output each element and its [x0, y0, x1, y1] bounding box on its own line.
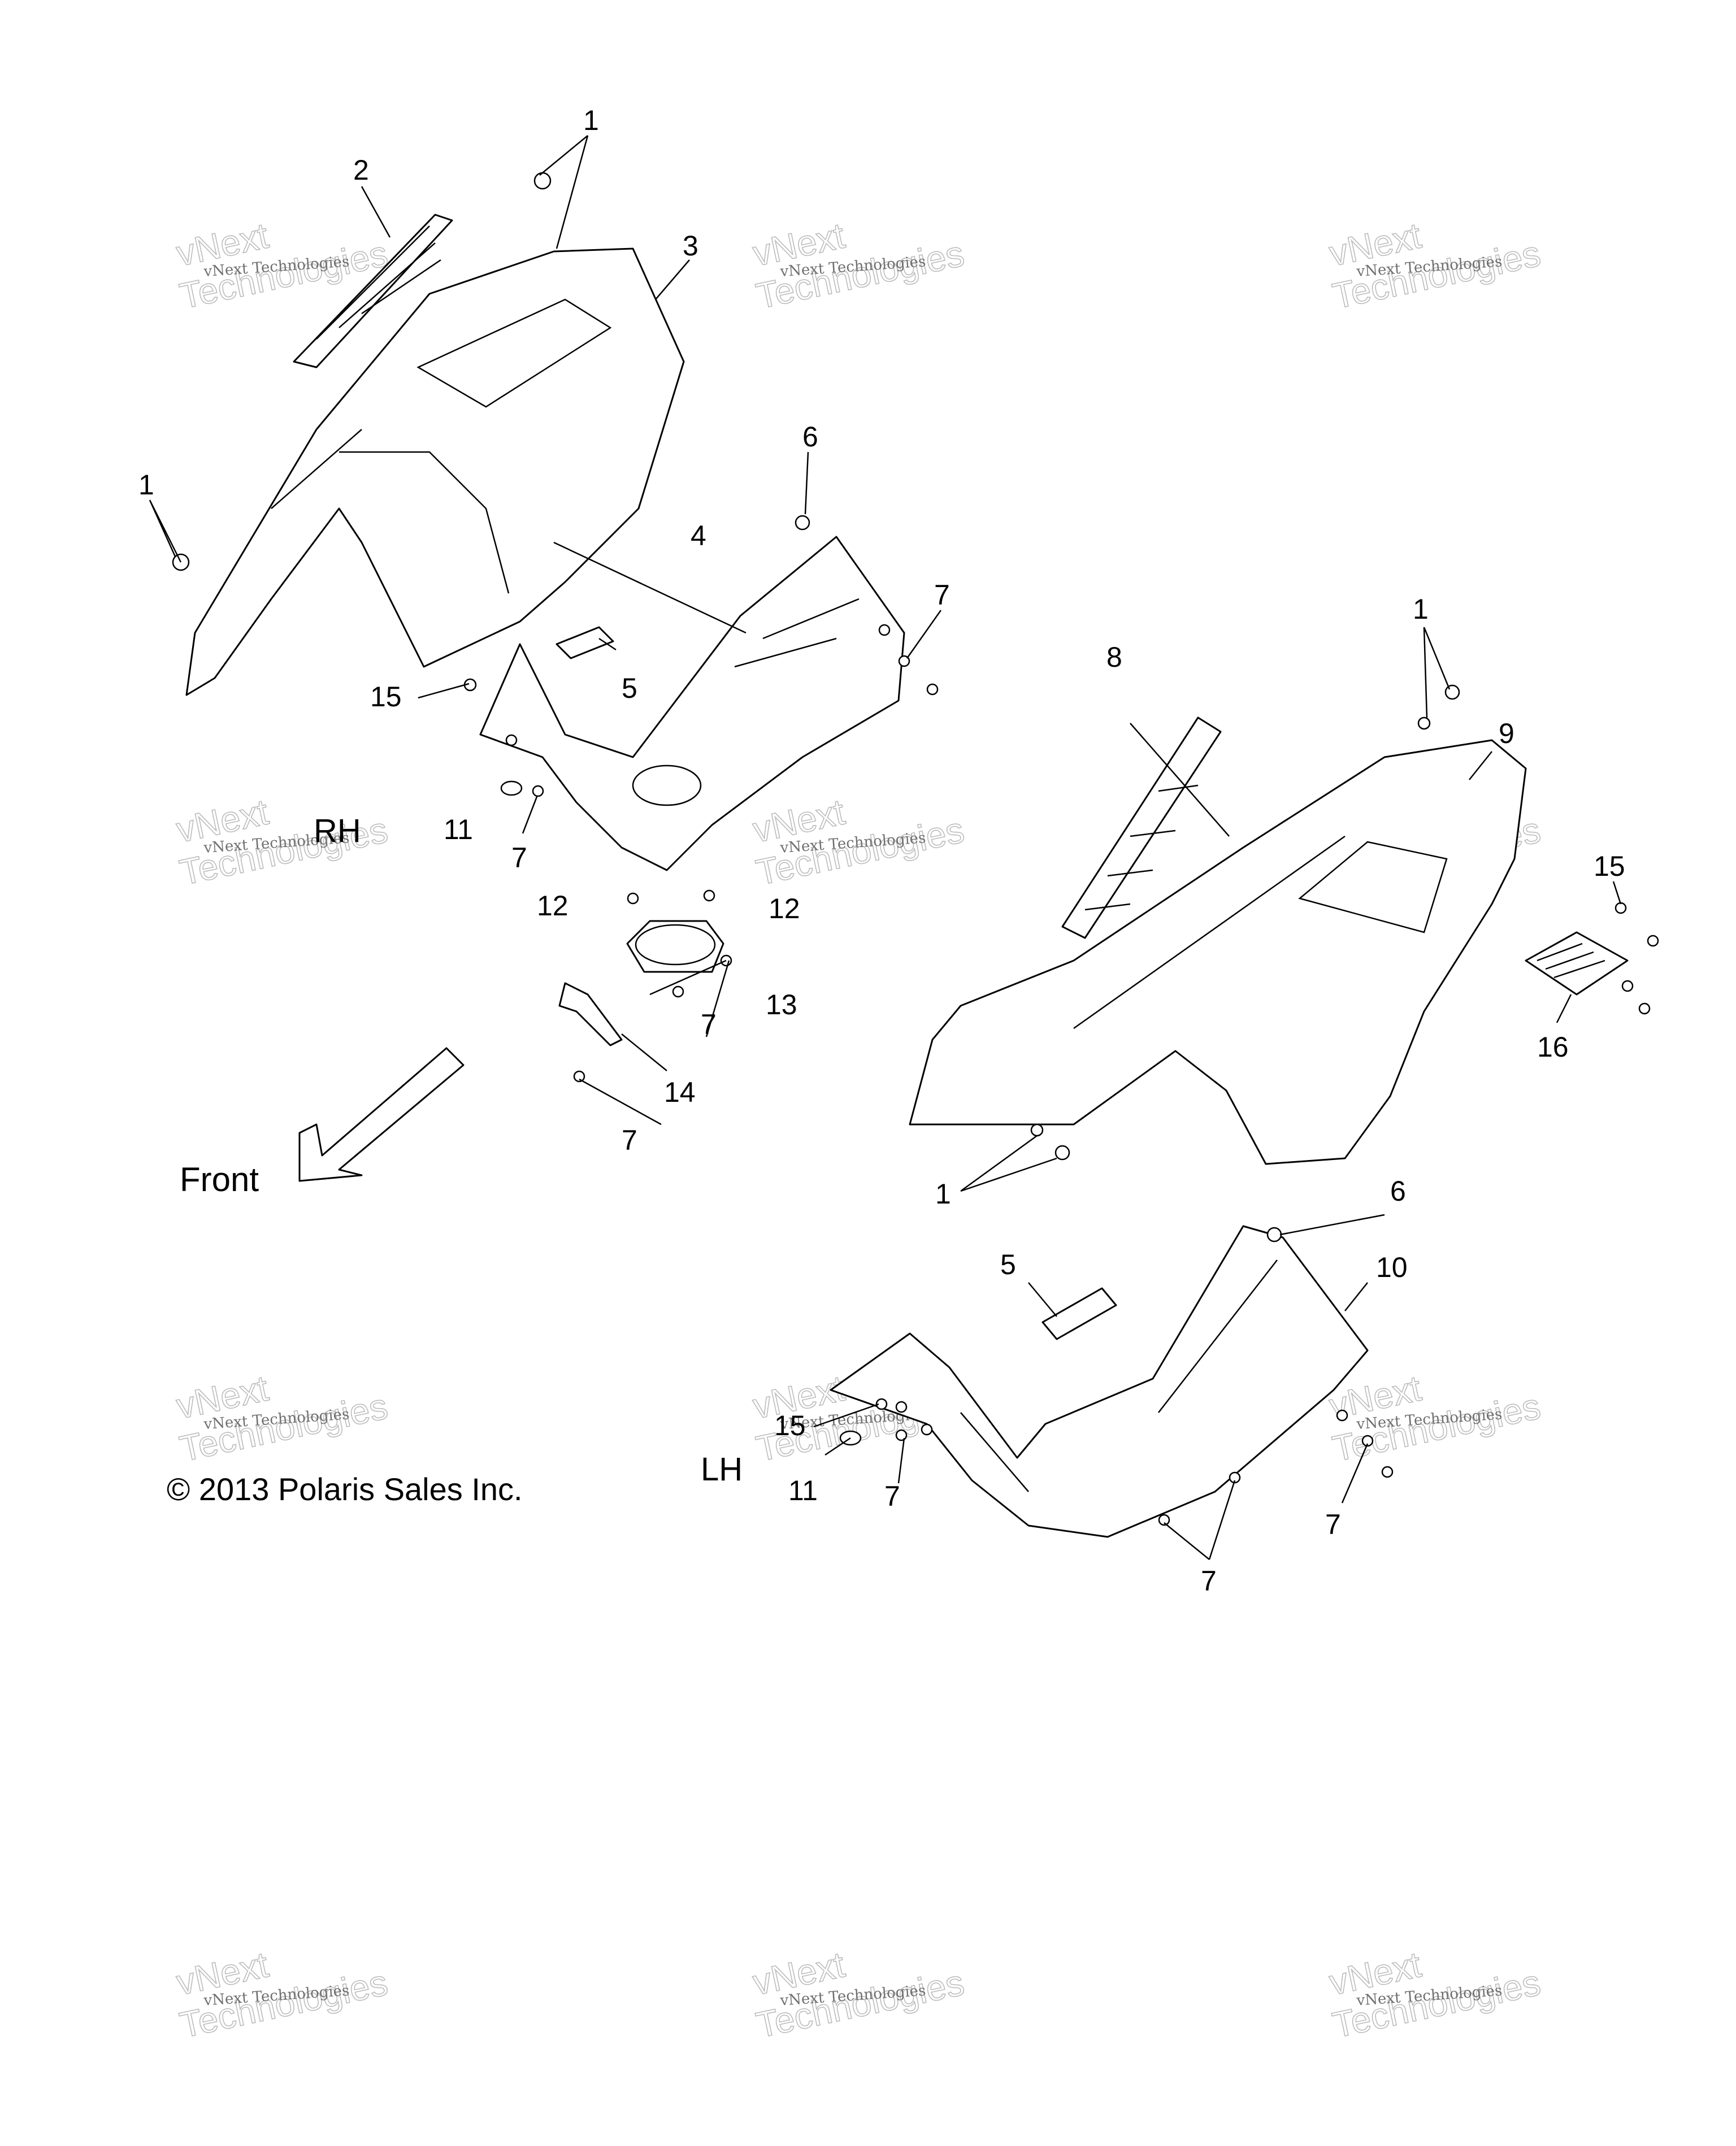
callout-7: 7 [622, 1124, 637, 1156]
callout-7: 7 [701, 1009, 717, 1040]
callout-9: 9 [1499, 718, 1514, 749]
watermark: vNext Technologies vNext Technologies [172, 1367, 392, 1470]
callout-14: 14 [664, 1076, 696, 1108]
callout-1: 1 [138, 469, 154, 501]
callout-7: 7 [884, 1480, 900, 1512]
watermark: vNext Technologies vNext Technologies [749, 791, 968, 894]
callout-7: 7 [1325, 1509, 1341, 1540]
fastener [505, 734, 518, 746]
callout-1: 1 [583, 105, 599, 136]
callout-4: 4 [691, 520, 706, 551]
part-3-hood-panel [185, 247, 685, 696]
watermark: vNext Technologies vNext Technologies [1325, 1944, 1544, 2047]
fastener [795, 515, 810, 531]
front-arrow [298, 1047, 465, 1182]
part-9-lh-panel [909, 739, 1527, 1165]
rh-label: RH [314, 813, 361, 849]
lh-label: LH [701, 1451, 743, 1488]
callout-12: 12 [769, 893, 800, 924]
callout-6: 6 [802, 421, 818, 453]
callout-15: 15 [1594, 850, 1625, 882]
part-8-vent [1061, 716, 1222, 939]
fastener [1030, 1123, 1044, 1137]
fastener [1615, 902, 1627, 914]
watermark: vNext Technologies vNext Technologies [749, 215, 968, 318]
callout-15: 15 [370, 681, 402, 713]
part-16-vent [1525, 931, 1629, 996]
callout-16: 16 [1537, 1031, 1569, 1063]
callout-7: 7 [934, 579, 950, 611]
fastener [1444, 684, 1460, 700]
callout-12: 12 [537, 890, 568, 922]
leader-lines [149, 135, 1622, 1560]
watermark: vNext Technologies vNext Technologies [172, 1944, 392, 2047]
callout-1: 1 [1413, 593, 1429, 625]
part-5-latch-lower [1041, 1287, 1117, 1340]
fastener [895, 1401, 908, 1413]
callouts: 1 2 3 1 6 4 7 5 15 11 7 12 12 13 7 14 7 … [138, 105, 1625, 1597]
callout-2: 2 [353, 154, 369, 186]
callout-7: 7 [1201, 1565, 1217, 1597]
fastener [1266, 1227, 1282, 1243]
fastener [1647, 935, 1659, 947]
fastener [898, 655, 910, 667]
fastener [921, 1423, 933, 1436]
part-14-bracket [558, 982, 623, 1046]
fastener [926, 683, 939, 696]
fastener [1336, 1409, 1348, 1422]
fastener [1381, 1466, 1394, 1478]
part-13-ring [626, 920, 724, 973]
fasteners [172, 172, 1659, 1526]
callout-5: 5 [622, 672, 637, 704]
fastener [703, 889, 715, 902]
front-label: Front [180, 1161, 259, 1198]
fastener [895, 1429, 908, 1441]
fastener [875, 1398, 888, 1410]
fastener [878, 624, 891, 636]
callout-3: 3 [683, 230, 698, 262]
fastener [573, 1070, 585, 1083]
fastener [1361, 1435, 1374, 1447]
part-5-latch-upper [555, 626, 614, 659]
callout-7: 7 [511, 842, 527, 874]
part-4-rh-panel [479, 536, 905, 871]
watermark: vNext Technologies vNext Technologies [749, 1944, 968, 2047]
part-2-vent [293, 214, 453, 368]
fastener [1054, 1145, 1070, 1161]
callout-15: 15 [774, 1410, 806, 1441]
fastener [532, 785, 544, 797]
callout-11: 11 [444, 814, 473, 845]
copyright: © 2013 Polaris Sales Inc. [167, 1471, 523, 1507]
callout-10: 10 [1376, 1252, 1408, 1283]
callout-5: 5 [1000, 1249, 1016, 1280]
fastener [672, 985, 684, 998]
fastener [1621, 980, 1634, 992]
fastener [627, 892, 639, 905]
fastener [533, 172, 552, 190]
callout-13: 13 [766, 989, 797, 1020]
fastener [1417, 716, 1431, 730]
watermark: vNext Technologies vNext Technologies [1325, 215, 1544, 318]
part-10-lh-lower-panel [830, 1225, 1369, 1538]
callout-1: 1 [935, 1178, 951, 1210]
callout-6: 6 [1390, 1175, 1406, 1207]
callout-8: 8 [1106, 641, 1122, 673]
fastener [1158, 1514, 1170, 1526]
fastener [1638, 1002, 1651, 1015]
watermark: vNext Technologies vNext Technologies [1325, 1367, 1544, 1470]
fastener [500, 780, 523, 796]
callout-11: 11 [788, 1475, 818, 1506]
